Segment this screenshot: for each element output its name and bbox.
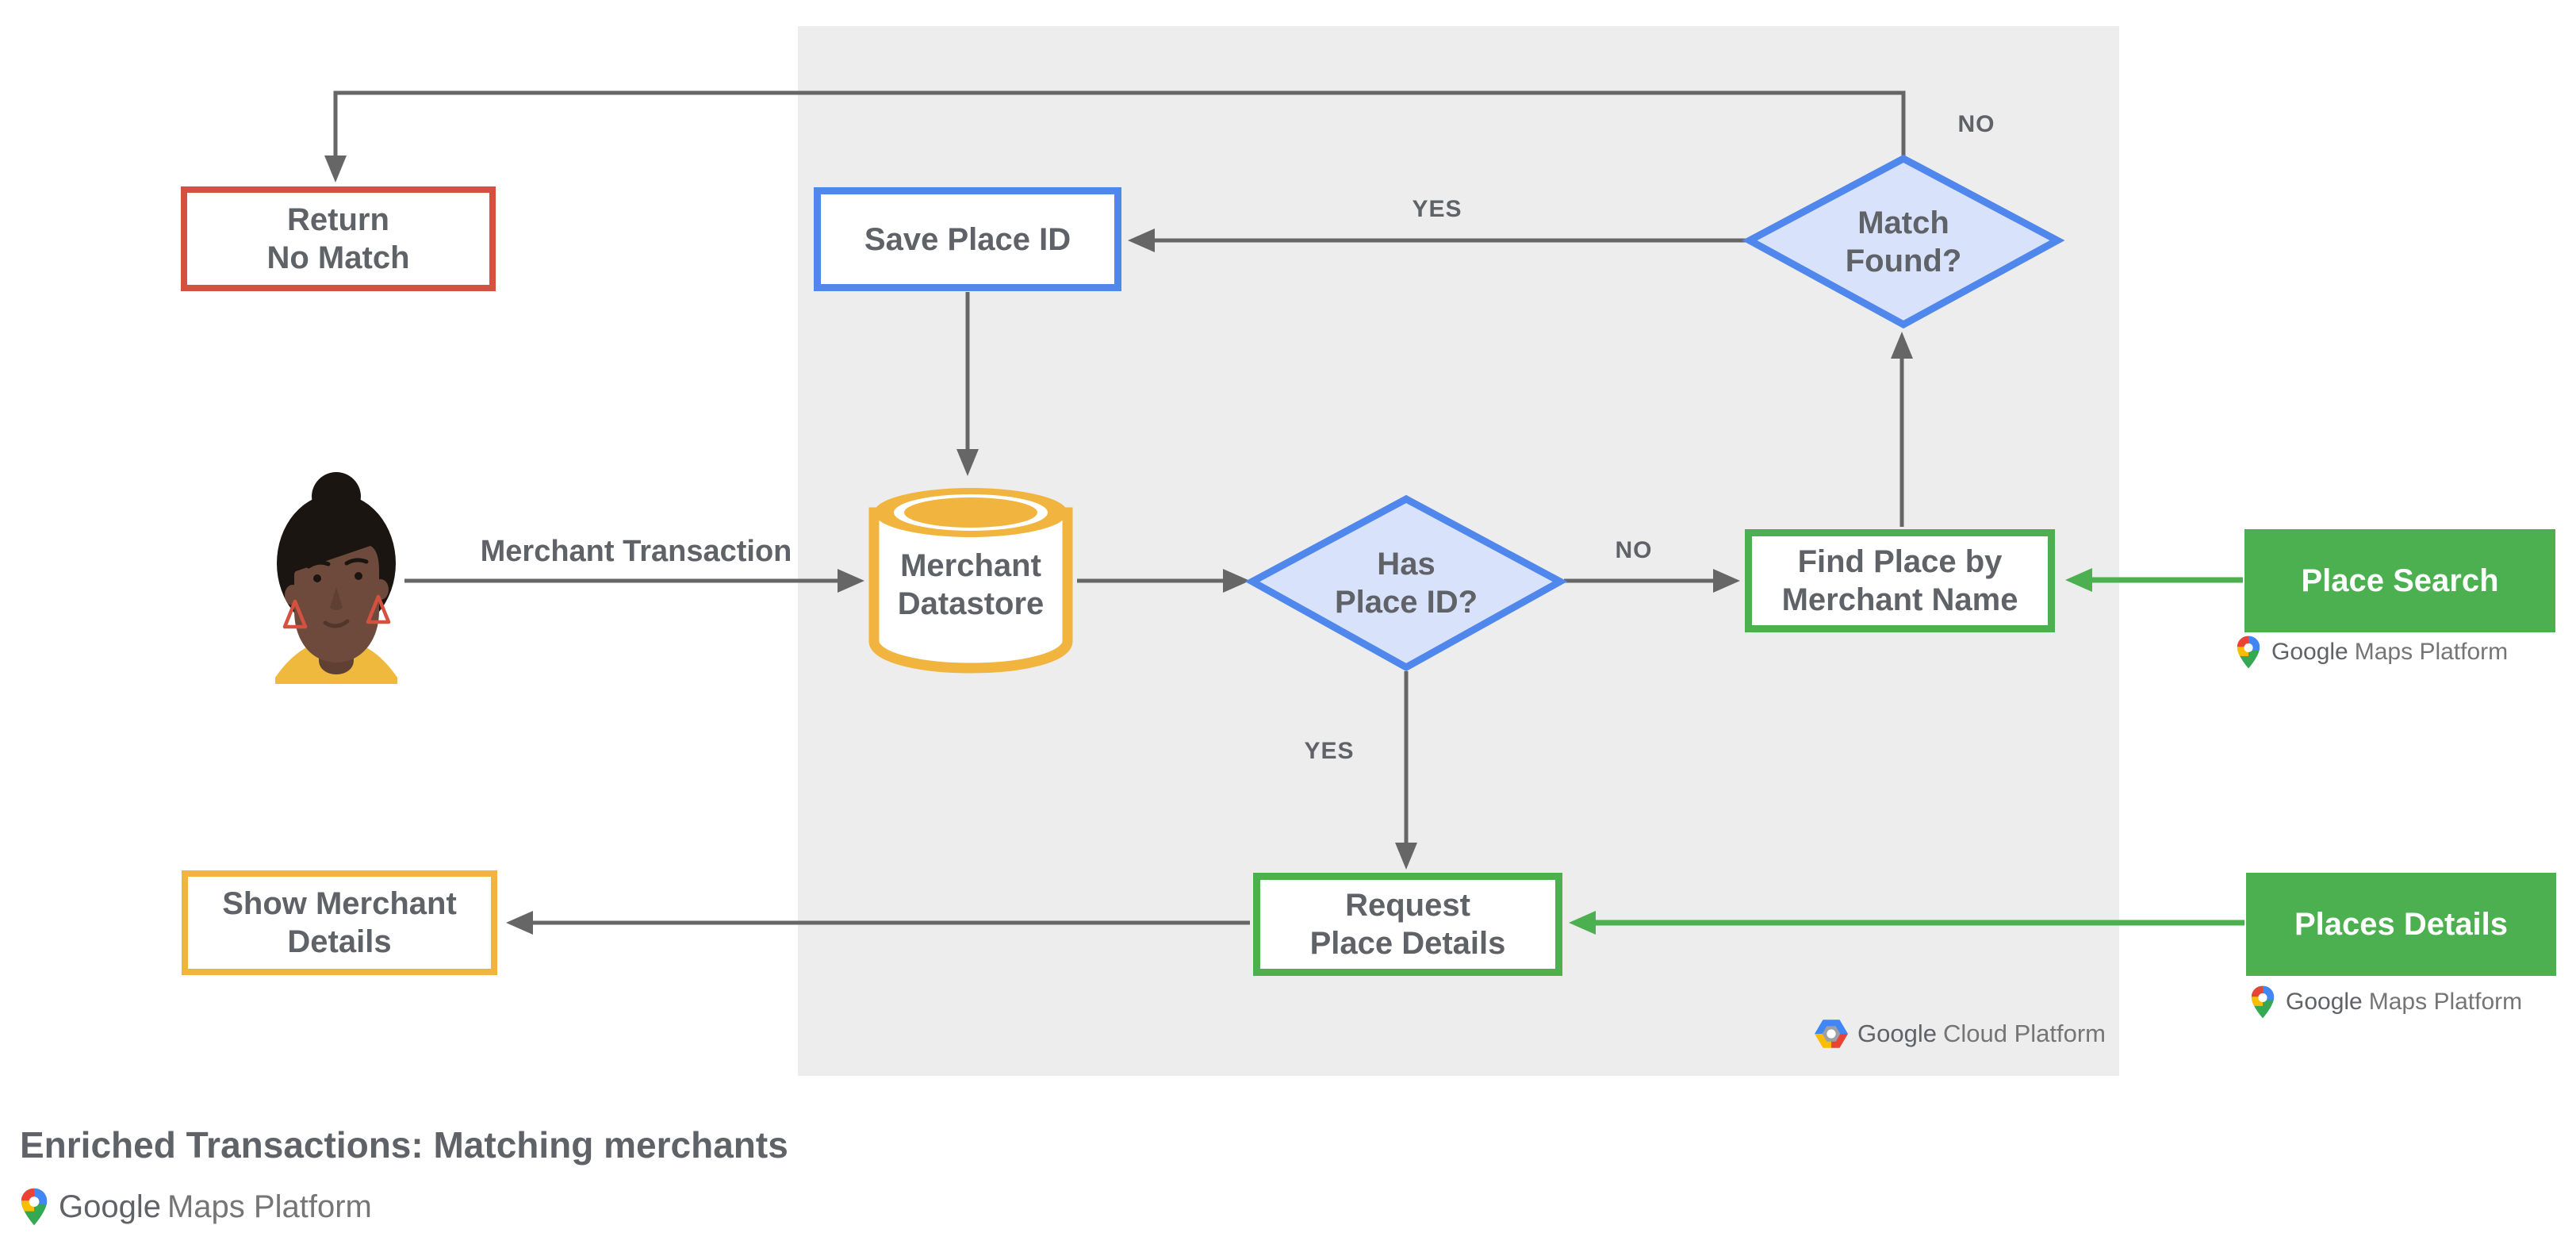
logo-product-word: Maps Platform	[2354, 639, 2509, 665]
arrowhead-matchfound-no	[324, 156, 347, 182]
maps-pin-icon	[21, 1188, 48, 1226]
edge-label-yes-has: YES	[1304, 738, 1355, 764]
merchant-datastore-cylinder	[868, 488, 1073, 674]
api-label: Places Details	[2294, 907, 2509, 942]
node-label: Show Merchant	[222, 886, 457, 921]
avatar-earring-left	[282, 599, 308, 629]
node-show-merchant-details: Show Merchant Details	[182, 870, 497, 975]
node-label: Details	[287, 924, 392, 959]
avatar-brow-left	[306, 560, 331, 569]
api-label: Place Search	[2301, 563, 2499, 598]
arrowhead-datastore-to-hasplaceid	[1223, 569, 1250, 593]
edge-matchfound-no	[333, 90, 1906, 158]
node-label: Save Place ID	[864, 221, 1071, 257]
avatar-nose	[330, 587, 343, 610]
node-save-place-id: Save Place ID	[814, 187, 1121, 291]
arrowhead-saveplaceid-to-datastore	[956, 449, 979, 476]
node-label: Find Place by	[1797, 544, 2003, 579]
decision-match-found	[1742, 154, 2065, 329]
decision-has-place-id	[1244, 494, 1568, 672]
arrowhead-matchfound-yes	[1128, 229, 1155, 252]
node-label: No Match	[266, 240, 410, 275]
logo-google-word: Google	[2271, 639, 2348, 665]
logo-product-word: Maps Platform	[167, 1189, 372, 1224]
arrowhead-placesearch-to-findplace	[2065, 568, 2092, 592]
avatar-eye-left	[313, 574, 321, 582]
arrowhead-findplace-to-matchfound	[1891, 332, 1913, 359]
datastore-label-line: Datastore	[897, 586, 1045, 621]
logo-google-word: Google	[59, 1189, 161, 1224]
node-label: Request	[1345, 888, 1470, 923]
edge-label-yes-match: YES	[1412, 196, 1462, 222]
arrowhead-hasplaceid-no	[1713, 569, 1740, 593]
decision-label-line: Found?	[1845, 244, 1962, 278]
node-find-place-by-merchant-name: Find Place by Merchant Name	[1745, 529, 2055, 632]
node-label: Merchant Name	[1781, 582, 2018, 617]
user-avatar	[275, 472, 397, 684]
node-return-no-match: Return No Match	[181, 186, 496, 291]
node-label: Place Details	[1309, 926, 1506, 961]
decision-label-line: Match	[1857, 205, 1949, 240]
cylinder-body	[868, 507, 1073, 674]
logo-product-word: Maps Platform	[2368, 989, 2523, 1015]
label-merchant-datastore: Merchant Datastore	[898, 547, 1045, 623]
cylinder-cap	[904, 497, 1037, 528]
arrowhead-hasplaceid-yes	[1395, 843, 1417, 870]
avatar-brow-right	[344, 558, 369, 566]
edge-label-no-top: NO	[1957, 111, 1995, 137]
edge-label-no-has: NO	[1615, 537, 1653, 563]
api-box-place-search: Place Search	[2244, 529, 2555, 632]
avatar-mouth	[323, 619, 350, 628]
label-match-found: Match Found?	[1846, 204, 1962, 280]
cloud-hexagon-icon	[1815, 1020, 1848, 1048]
avatar-eye-right	[355, 572, 362, 580]
maps-pin-icon	[2237, 636, 2260, 669]
maps-pin-icon	[2251, 985, 2275, 1019]
api-box-places-details: Places Details	[2246, 873, 2556, 976]
decision-label-line: Place ID?	[1334, 585, 1478, 620]
arrowhead-merchant-transaction	[838, 569, 864, 593]
logo-google-word: Google	[2286, 989, 2363, 1015]
node-request-place-details: Request Place Details	[1253, 873, 1562, 976]
arrowhead-request-to-show	[506, 911, 533, 935]
datastore-label-line: Merchant	[900, 548, 1041, 583]
edge-label-merchant-transaction: Merchant Transaction	[480, 535, 792, 568]
decision-label-line: Has	[1377, 547, 1436, 582]
logo-google-word: Google	[1857, 1020, 1937, 1047]
arrowhead-placesdetails-to-request	[1569, 911, 1596, 935]
logo-product-word: Cloud Platform	[1942, 1020, 2106, 1047]
node-label: Return	[287, 202, 389, 237]
diagram-title: Enriched Transactions: Matching merchant…	[20, 1124, 788, 1166]
avatar-earring-right	[366, 594, 391, 624]
label-has-place-id: Has Place ID?	[1335, 545, 1478, 621]
